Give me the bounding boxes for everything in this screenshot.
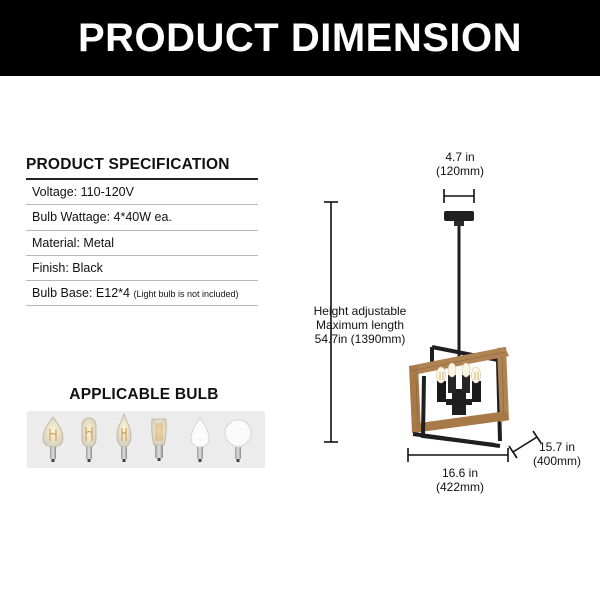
depth-mm: (400mm) xyxy=(532,454,581,468)
canopy-mm: (120mm) xyxy=(435,164,484,178)
edison-bulb-icon xyxy=(151,418,167,461)
wood-frame xyxy=(409,347,509,433)
height-dimension-label: Height adjustable Maximum length 54.7in … xyxy=(300,304,420,346)
spec-value: Bulb Base: E12*4 xyxy=(32,286,134,301)
width-mm: (422mm) xyxy=(435,480,484,494)
globe-bulb-icon xyxy=(224,419,252,462)
spec-value: Bulb Wattage: 4*40W ea. xyxy=(32,210,172,225)
spec-title: PRODUCT SPECIFICATION xyxy=(26,156,258,180)
depth-inches: 15.7 in xyxy=(538,440,576,454)
spec-value: Finish: Black xyxy=(32,260,103,275)
spec-value: Material: Metal xyxy=(32,235,114,250)
height-line-1: Height adjustable xyxy=(313,304,407,318)
applicable-bulb-title: APPLICABLE BULB xyxy=(69,386,219,403)
light-cluster xyxy=(436,362,481,415)
spec-row-bulb-base: Bulb Base: E12*4 (Light bulb is not incl… xyxy=(26,281,258,307)
canopy-width-marker xyxy=(443,189,475,203)
width-dimension-label: 16.6 in (422mm) xyxy=(425,466,495,494)
spec-row-material: Material: Metal xyxy=(26,231,258,256)
spec-row-wattage: Bulb Wattage: 4*40W ea. xyxy=(26,205,258,231)
spec-row-voltage: Voltage: 110-120V xyxy=(26,180,258,206)
product-specification: PRODUCT SPECIFICATION Voltage: 110-120V … xyxy=(26,156,258,307)
width-inches: 16.6 in xyxy=(441,466,479,480)
depth-dimension-label: 15.7 in (400mm) xyxy=(525,440,589,468)
height-line-2: Maximum length xyxy=(315,318,405,332)
spec-value: Voltage: 110-120V xyxy=(32,185,134,199)
tubular-bulb-icon xyxy=(81,417,97,462)
header-bar: PRODUCT DIMENSION xyxy=(0,0,600,76)
width-marker xyxy=(407,448,509,462)
flame-tip-bulb-icon xyxy=(116,412,132,462)
spec-row-finish: Finish: Black xyxy=(26,256,258,282)
depth-marker xyxy=(508,430,542,459)
page-title: PRODUCT DIMENSION xyxy=(77,15,523,60)
front-metal-frame xyxy=(412,375,501,448)
canopy-dimension-label: 4.7 in (120mm) xyxy=(432,150,488,178)
bulb-panel xyxy=(27,411,265,468)
frosted-candle-bulb-icon xyxy=(190,417,210,462)
height-line-3: 54.7in (1390mm) xyxy=(314,332,406,346)
ceiling-canopy xyxy=(444,211,474,226)
candle-bulb-icon xyxy=(42,416,64,462)
spec-note: (Light bulb is not included) xyxy=(133,289,239,300)
height-marker xyxy=(324,201,338,443)
canopy-inches: 4.7 in xyxy=(445,150,475,164)
